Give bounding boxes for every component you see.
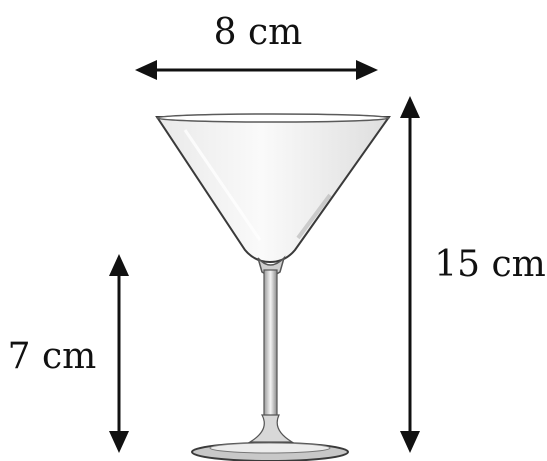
stem-height-dimension: 7 cm xyxy=(8,254,129,453)
stem-height-arrowhead-bottom xyxy=(109,431,129,453)
glass-base-top xyxy=(209,442,331,454)
total-height-label: 15 cm xyxy=(434,244,546,285)
rim-width-dimension: 8 cm xyxy=(135,12,378,80)
rim-width-arrowhead-left xyxy=(135,60,157,80)
martini-glass-icon xyxy=(155,113,391,461)
glass-bowl xyxy=(155,116,391,264)
glass-highlight xyxy=(183,129,262,241)
total-height-arrowhead-bottom xyxy=(400,431,420,453)
glass-stem-flare xyxy=(247,414,295,443)
glass-shadow xyxy=(296,193,332,240)
total-height-dimension: 15 cm xyxy=(400,96,546,453)
rim-width-label: 8 cm xyxy=(214,12,303,53)
stem-height-arrowhead-top xyxy=(109,254,129,276)
glass-rim xyxy=(156,113,390,123)
rim-width-arrowhead-right xyxy=(356,60,378,80)
stem-height-label: 7 cm xyxy=(8,336,97,377)
glass-stem xyxy=(263,269,278,421)
total-height-arrowhead-top xyxy=(400,96,420,118)
